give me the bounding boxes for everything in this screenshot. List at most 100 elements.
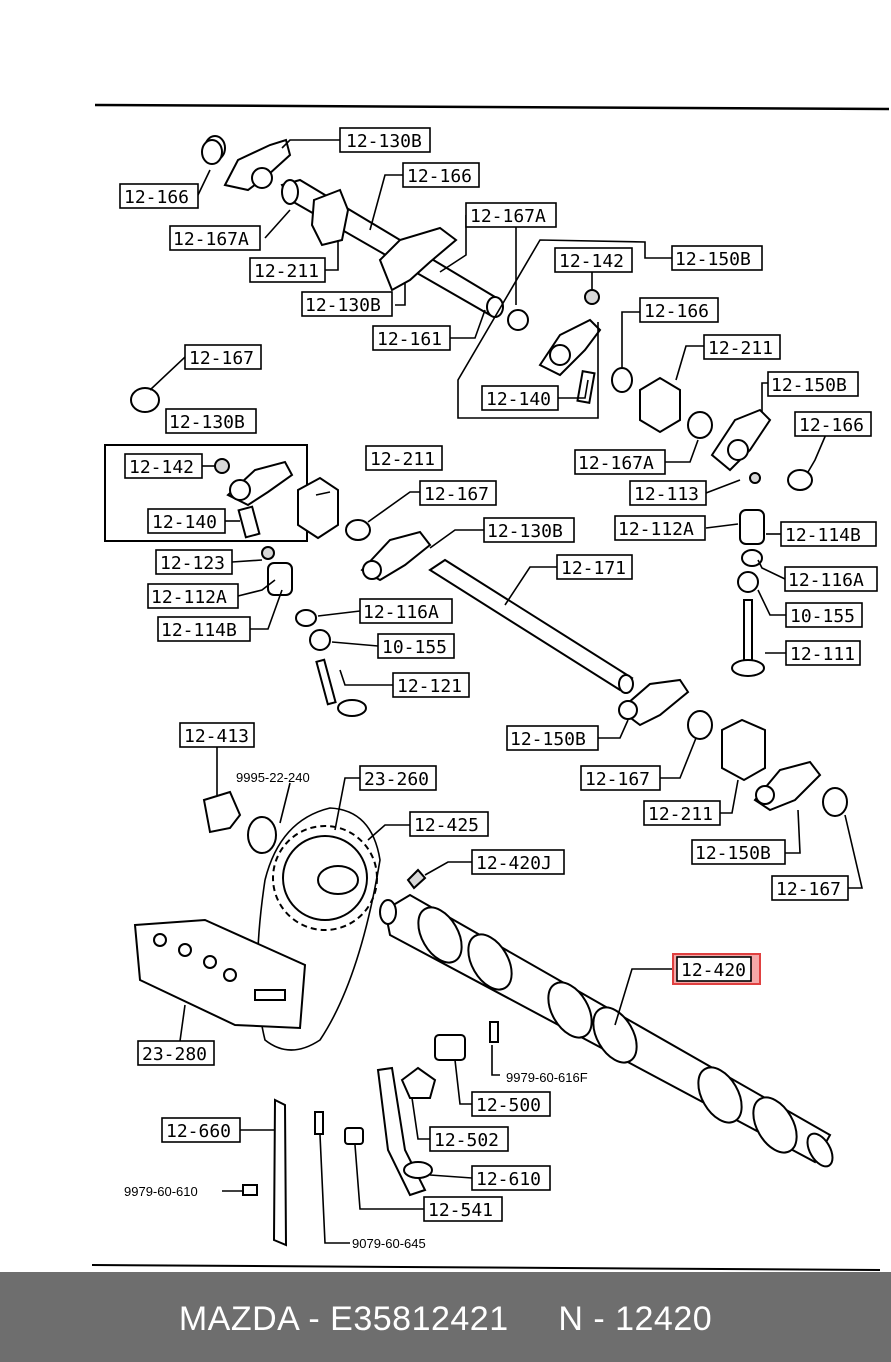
part-label-12-211-c[interactable]: 12-211 [365,445,443,471]
svg-text:12-150B: 12-150B [675,249,751,270]
small-label-9079-60-645[interactable]: 9079-60-645 [352,1236,426,1251]
part-label-12-211-a[interactable]: 12-211 [249,257,326,283]
part-label-12-130b-d[interactable]: 12-130B [483,517,575,543]
parts-diagram: 12-130B 12-166 12-166 12-167A 12-167A 12… [91,103,890,1271]
part-label-10-155-b[interactable]: 10-155 [377,633,455,659]
part-label-12-166-a[interactable]: 12-166 [119,183,199,209]
part-label-12-150b-a[interactable]: 12-150B [671,245,763,271]
part-label-12-610[interactable]: 12-610 [471,1165,551,1191]
part-label-12-211-b[interactable]: 12-211 [703,334,781,360]
part-label-12-413[interactable]: 12-413 [179,722,255,748]
part-label-12-167a-b[interactable]: 12-167A [465,202,557,228]
rocker-arm-group-right [538,289,813,491]
part-label-12-113[interactable]: 12-113 [629,480,707,506]
svg-text:12-142: 12-142 [129,457,194,478]
svg-text:12-112A: 12-112A [618,519,694,540]
svg-text:12-150B: 12-150B [695,843,771,864]
svg-text:12-123: 12-123 [160,553,225,574]
part-label-12-660[interactable]: 12-660 [161,1117,241,1143]
svg-text:12-211: 12-211 [254,261,319,282]
part-label-12-167a-c[interactable]: 12-167A [574,449,666,475]
part-label-12-150b-c[interactable]: 12-150B [506,725,599,751]
part-label-12-150b-d[interactable]: 12-150B [691,839,786,865]
part-label-23-260[interactable]: 23-260 [359,765,437,791]
part-label-12-171[interactable]: 12-171 [556,554,633,580]
svg-text:12-167: 12-167 [585,769,650,790]
part-label-12-167a-a[interactable]: 12-167A [169,225,261,251]
part-label-12-502[interactable]: 12-502 [429,1126,509,1152]
part-label-12-167-b[interactable]: 12-167 [419,480,497,506]
svg-text:12-171: 12-171 [561,558,626,579]
part-label-12-111[interactable]: 12-111 [785,640,861,666]
svg-text:12-610: 12-610 [476,1169,541,1190]
left-rocker-group [104,387,371,542]
part-label-12-166-b[interactable]: 12-166 [402,162,480,188]
part-label-12-167-a[interactable]: 12-167 [184,344,262,370]
part-label-23-280[interactable]: 23-280 [137,1040,215,1066]
svg-text:12-130B: 12-130B [169,412,245,433]
svg-text:12-166: 12-166 [124,187,189,208]
svg-text:12-121: 12-121 [397,676,462,697]
part-label-12-167-c[interactable]: 12-167 [580,765,661,791]
small-label-9979-60-616f[interactable]: 9979-60-616F [506,1070,588,1085]
part-label-12-142-b[interactable]: 12-142 [124,453,203,479]
svg-text:12-130B: 12-130B [346,131,422,152]
svg-text:12-167A: 12-167A [173,229,249,250]
part-label-12-112a-b[interactable]: 12-112A [147,583,239,609]
part-label-12-140-b[interactable]: 12-140 [147,508,226,534]
part-label-12-130b-b[interactable]: 12-130B [301,291,393,317]
part-label-12-142-a[interactable]: 12-142 [554,247,633,273]
svg-text:12-142: 12-142 [559,251,624,272]
svg-text:12-211: 12-211 [708,338,773,359]
svg-text:12-167: 12-167 [189,348,254,369]
svg-text:12-114B: 12-114B [785,525,861,546]
part-label-12-166-d[interactable]: 12-166 [794,411,872,437]
svg-text:12-502: 12-502 [434,1130,499,1151]
svg-text:12-166: 12-166 [644,301,709,322]
lower-hardware [242,1021,499,1247]
svg-text:12-211: 12-211 [648,804,713,825]
top-border-line [94,103,890,111]
svg-text:12-166: 12-166 [407,166,472,187]
svg-text:12-167A: 12-167A [470,206,546,227]
camshaft [379,893,834,1168]
small-label-9995-22-240[interactable]: 9995-22-240 [236,770,310,785]
svg-text:12-425: 12-425 [414,815,479,836]
svg-text:10-155: 10-155 [382,637,447,658]
part-label-12-123[interactable]: 12-123 [155,549,233,575]
part-label-12-211-d[interactable]: 12-211 [643,800,721,826]
part-label-12-500[interactable]: 12-500 [471,1091,551,1117]
svg-text:12-660: 12-660 [166,1121,231,1142]
svg-text:12-420: 12-420 [681,960,746,981]
svg-text:12-130B: 12-130B [305,295,381,316]
part-label-12-150b-b[interactable]: 12-150B [767,371,859,397]
part-label-12-116a-b[interactable]: 12-116A [359,598,453,624]
part-label-10-155-a[interactable]: 10-155 [785,602,863,628]
part-label-12-425[interactable]: 12-425 [409,811,489,837]
svg-text:12-112A: 12-112A [151,587,227,608]
lower-rocker-group [618,678,848,817]
part-label-12-541[interactable]: 12-541 [423,1196,503,1222]
part-label-12-114b-b[interactable]: 12-114B [157,616,251,642]
part-label-12-167-d[interactable]: 12-167 [771,875,849,901]
part-label-12-121[interactable]: 12-121 [392,672,470,698]
part-label-12-130b-a[interactable]: 12-130B [339,127,431,153]
part-label-12-420-highlighted[interactable]: 12-420 [672,953,761,985]
part-label-12-114b-a[interactable]: 12-114B [780,521,877,547]
part-label-12-166-c[interactable]: 12-166 [639,297,719,323]
leader-lines [149,139,864,1244]
small-label-9979-60-610[interactable]: 9979-60-610 [124,1184,198,1199]
part-label-12-420j[interactable]: 12-420J [471,849,565,875]
part-label-12-116a-a[interactable]: 12-116A [784,566,878,592]
svg-text:12-167A: 12-167A [578,453,654,474]
center-shaft-and-valves [261,472,765,717]
svg-text:12-116A: 12-116A [788,570,864,591]
part-label-12-140-a[interactable]: 12-140 [481,385,559,411]
svg-text:12-116A: 12-116A [363,602,439,623]
footer-bar: MAZDA - E35812421 N - 12420 [0,1272,891,1362]
part-label-12-112a-a[interactable]: 12-112A [614,515,706,541]
part-label-12-130b-c[interactable]: 12-130B [165,408,257,434]
svg-text:12-500: 12-500 [476,1095,541,1116]
svg-text:12-167: 12-167 [424,484,489,505]
part-label-12-161[interactable]: 12-161 [372,325,451,351]
